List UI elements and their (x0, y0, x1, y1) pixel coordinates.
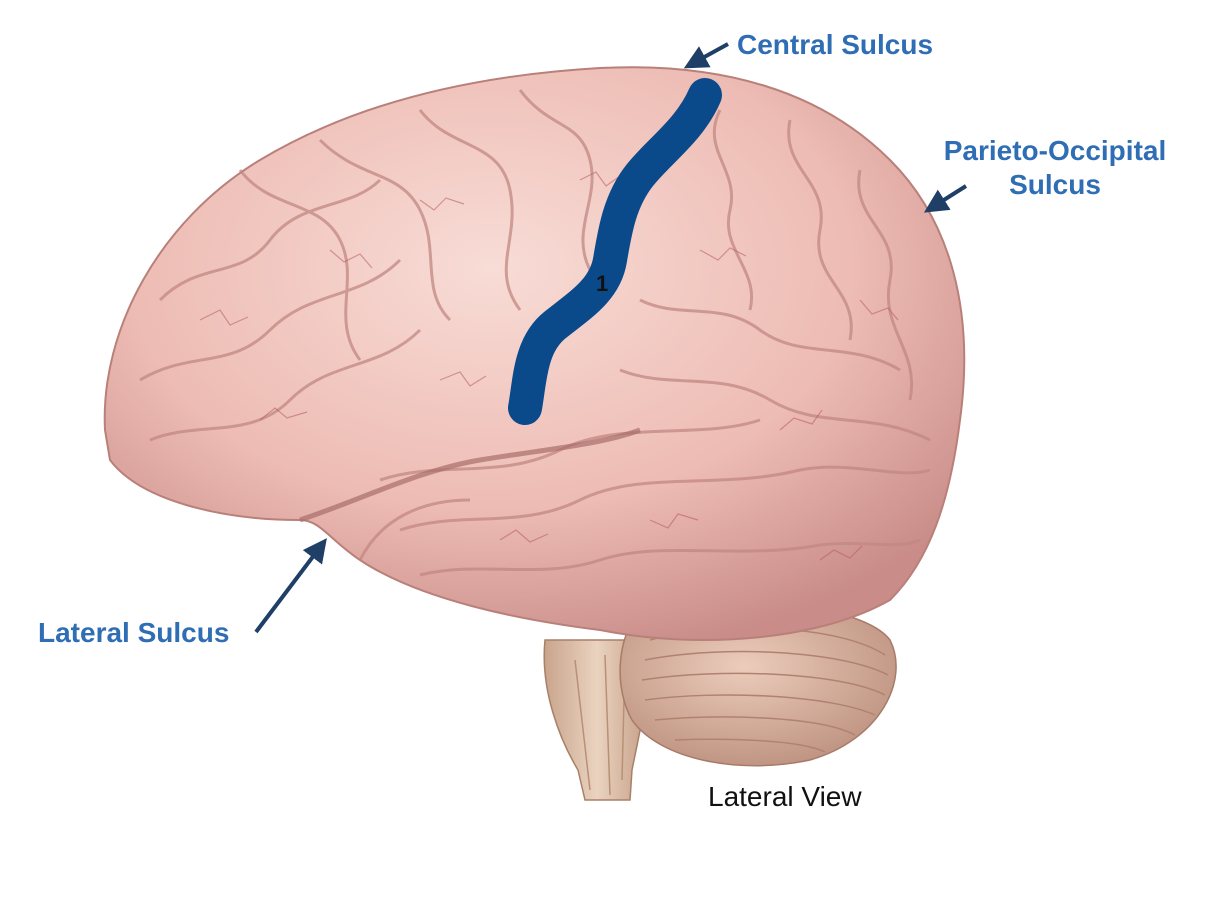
label-lateral-sulcus: Lateral Sulcus (38, 617, 230, 648)
highlight-marker-number: 1 (596, 271, 609, 296)
arrow-parieto-occipital-sulcus (923, 184, 968, 213)
view-caption: Lateral View (708, 781, 862, 812)
blood-vessels (199, 171, 899, 561)
label-central-sulcus: Central Sulcus (737, 29, 934, 60)
label-parieto-occipital-line1: Parieto-Occipital (943, 135, 1167, 166)
label-parieto-occipital-sulcus: Parieto-Occipital Sulcus (930, 134, 1180, 202)
central-sulcus-highlight (508, 78, 722, 425)
label-parieto-occipital-line2: Sulcus (1009, 169, 1101, 200)
arrow-central-sulcus (683, 42, 729, 69)
arrow-lateral-sulcus (254, 538, 327, 634)
